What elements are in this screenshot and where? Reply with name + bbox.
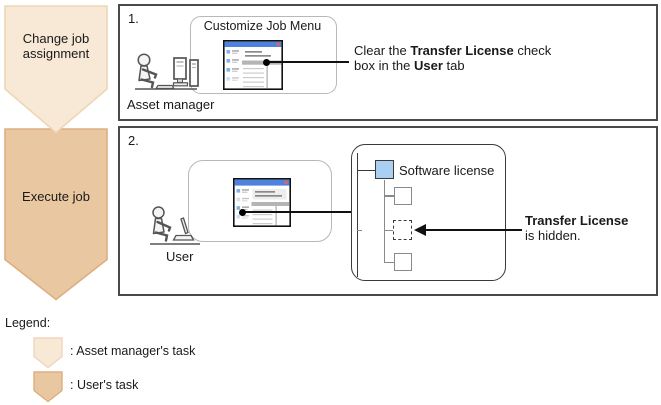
asset-manager-task-chevron <box>4 5 108 134</box>
person-at-laptop-icon <box>150 206 200 245</box>
legend-user-chevron-icon <box>33 371 63 403</box>
step1-callout-title: Customize Job Menu <box>203 19 322 33</box>
step1-note-bold-transfer-license: Transfer License <box>410 43 514 58</box>
legend-asset-manager-chevron-icon <box>33 337 63 369</box>
step2-note: Transfer License is hidden. <box>525 213 629 243</box>
software-license-node-icon <box>375 160 394 179</box>
step1-chevron-label-text: Change job assignment <box>22 31 90 61</box>
window-titlebar <box>224 41 282 47</box>
tree-item-node <box>394 186 412 205</box>
tree-branch <box>384 229 393 232</box>
window-close-icon <box>284 180 288 184</box>
window-titlebar <box>234 179 290 186</box>
hidden-item-arrow-line <box>424 229 522 231</box>
step2-actor-label: User <box>166 249 194 264</box>
step-number-1: 1. <box>128 11 139 26</box>
step1-note-text: Clear the <box>354 43 411 58</box>
window-sidebar-items <box>226 50 239 81</box>
legend-item-asset-manager: : Asset manager's task <box>70 344 196 358</box>
application-window-icon <box>223 40 283 90</box>
step2-note-text: is hidden. <box>525 227 581 243</box>
legend-title: Legend: <box>5 316 51 330</box>
step1-note-text: tab <box>442 57 465 73</box>
tree-branch <box>384 261 394 264</box>
user-task-chevron <box>4 128 108 301</box>
tree-branch <box>384 195 394 197</box>
person-at-desktop-icon <box>135 53 199 90</box>
step1-pointer-line <box>266 61 349 63</box>
step-number-2: 2. <box>128 133 139 148</box>
step2-pointer-line <box>242 211 351 213</box>
step1-note-text: check box in the <box>354 43 552 73</box>
tree-root-label: Software license <box>399 163 495 178</box>
tree-item-node <box>394 253 412 271</box>
step1-chevron-label: Change job assignment <box>4 31 108 61</box>
step1-pointer-dot <box>262 58 270 66</box>
window-close-icon <box>276 42 280 46</box>
step2-pointer-dot <box>238 208 246 216</box>
tree-trunk-tick <box>357 229 362 232</box>
step2-chevron-label: Execute job <box>22 189 90 204</box>
application-window-icon <box>233 178 291 227</box>
tree-branch-root <box>357 169 375 172</box>
step1-note-bold-user: User <box>414 57 443 73</box>
tree-hidden-item-node <box>393 219 412 240</box>
tree-trunk-line <box>356 153 359 277</box>
step1-note: Clear the Transfer License check box in … <box>354 43 566 73</box>
window-highlighted-row <box>242 60 282 65</box>
window-highlighted-row <box>251 202 290 206</box>
step2-note-bold-transfer-license: Transfer License <box>525 213 629 228</box>
left-arrowhead-icon <box>414 224 426 236</box>
step1-actor-label: Asset manager <box>127 97 215 112</box>
legend-item-user: : User's task <box>70 378 139 392</box>
tree-stem-line <box>383 180 386 263</box>
